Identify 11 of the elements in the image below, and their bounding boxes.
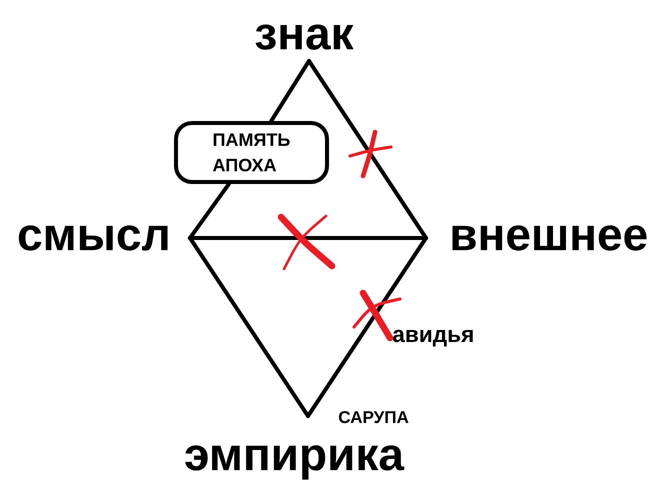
line [188, 236, 428, 240]
rounded-box: ПАМЯТЬ АПОХА [174, 121, 329, 184]
line [269, 59, 311, 123]
note-label: САРУПА [338, 411, 408, 424]
line [188, 236, 310, 418]
corner-label: смысл [18, 225, 168, 251]
line [306, 236, 428, 418]
corner-label: знак [256, 24, 354, 50]
note-label: авидья [392, 330, 473, 346]
corner-label: внешнее [452, 225, 647, 251]
corner-label: эмпирика [185, 445, 404, 480]
